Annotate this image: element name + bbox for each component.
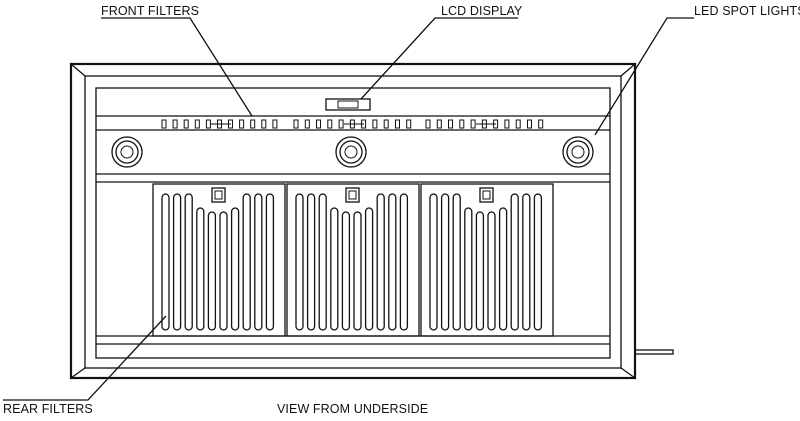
filter-slot (388, 193, 397, 331)
led-spot-light-inner (566, 140, 590, 164)
front-filter-slot (272, 119, 278, 129)
front-filter-slot (161, 119, 167, 129)
led-spot-light-lens (344, 145, 358, 159)
front-filter-slot (239, 119, 245, 129)
front-filter-slot (504, 119, 510, 129)
leader-led-spot-lights (594, 17, 694, 136)
filter-slot (429, 193, 438, 331)
front-filter-slot (304, 119, 310, 129)
filter-slot (318, 193, 327, 331)
label-view-from-underside: VIEW FROM UNDERSIDE (277, 402, 429, 416)
front-filter-slot (172, 119, 178, 129)
label-rear-filters: REAR FILTERS (3, 402, 93, 416)
led-spot-light-inner (339, 140, 363, 164)
filter-slot (207, 211, 217, 331)
front-filter-slot (515, 119, 521, 129)
filter-slot (161, 193, 170, 331)
filter-slot (295, 193, 304, 331)
led-spot-light-inner (115, 140, 139, 164)
filter-slot (184, 193, 193, 331)
front-filter-slot (383, 119, 389, 129)
hood-housing (69, 62, 637, 380)
leader-lines (3, 17, 694, 401)
filter-slot (440, 193, 450, 331)
filter-slot (242, 193, 251, 331)
front-filter-strip (161, 119, 544, 129)
filter-slot (219, 211, 228, 331)
filter-panel-handle (479, 187, 494, 203)
leader-front-filters (101, 17, 253, 117)
filter-panel-handle-grip (482, 190, 491, 200)
filter-slot (376, 193, 385, 331)
filter-slot (196, 207, 205, 331)
front-filter-slot (406, 119, 412, 129)
filter-panel-handle-grip (214, 190, 223, 200)
led-spot-light-lens (120, 145, 134, 159)
front-filter-slot (327, 119, 333, 129)
front-filter-slot (372, 119, 378, 129)
front-filter-slot (205, 119, 211, 129)
front-filter-slot (425, 119, 431, 129)
front-filter-slot (470, 119, 476, 129)
filter-slot (353, 211, 362, 331)
front-filter-slot (194, 119, 200, 129)
filter-panel (286, 183, 420, 337)
filter-panel-handle-grip (348, 190, 357, 200)
filter-slot (452, 193, 461, 331)
lcd-display (325, 98, 371, 111)
front-filter-slot (395, 119, 400, 129)
filter-panel (420, 183, 554, 337)
front-filter-slot (436, 119, 442, 129)
filter-slot (364, 207, 374, 331)
front-filter-slot (261, 119, 267, 129)
leader-rear-filters (3, 315, 167, 401)
front-filter-slot (538, 119, 544, 129)
filter-slot (265, 193, 275, 331)
filter-slot (230, 207, 240, 331)
led-spot-light (111, 136, 143, 168)
filter-slot (487, 211, 496, 331)
label-lcd-display: LCD DISPLAY (441, 4, 523, 18)
filter-slot (306, 193, 316, 331)
filter-panel-handle (345, 187, 360, 203)
filter-slot (399, 193, 409, 331)
front-filter-slot (250, 119, 256, 129)
led-spot-lights (111, 136, 594, 168)
filter-slot (172, 193, 182, 331)
label-front-filters: FRONT FILTERS (101, 4, 200, 18)
label-led-spot-lights: LED SPOT LIGHTS (694, 4, 800, 18)
filter-panel-handle (211, 187, 226, 203)
filter-slot (533, 193, 543, 331)
front-filter-slot (338, 119, 344, 129)
filter-slot (522, 193, 531, 331)
led-spot-light (562, 136, 594, 168)
filter-slot (498, 207, 508, 331)
filter-slot (510, 193, 519, 331)
front-filter-slot (293, 119, 299, 129)
front-filter-slot (448, 119, 453, 129)
leader-lcd-display (360, 17, 518, 100)
filter-slot (464, 207, 473, 331)
filter-slot (254, 193, 263, 331)
filter-slot (475, 211, 485, 331)
front-filter-slot (459, 119, 465, 129)
front-filter-slot (183, 119, 189, 129)
rear-filter-panels (152, 183, 554, 337)
filter-panel (152, 183, 286, 337)
front-filter-slot (527, 119, 532, 129)
filter-slot (330, 207, 339, 331)
side-handle (634, 349, 674, 355)
filter-slot (341, 211, 351, 331)
front-filter-slot (316, 119, 321, 129)
led-spot-light (335, 136, 367, 168)
led-spot-light-lens (571, 145, 585, 159)
